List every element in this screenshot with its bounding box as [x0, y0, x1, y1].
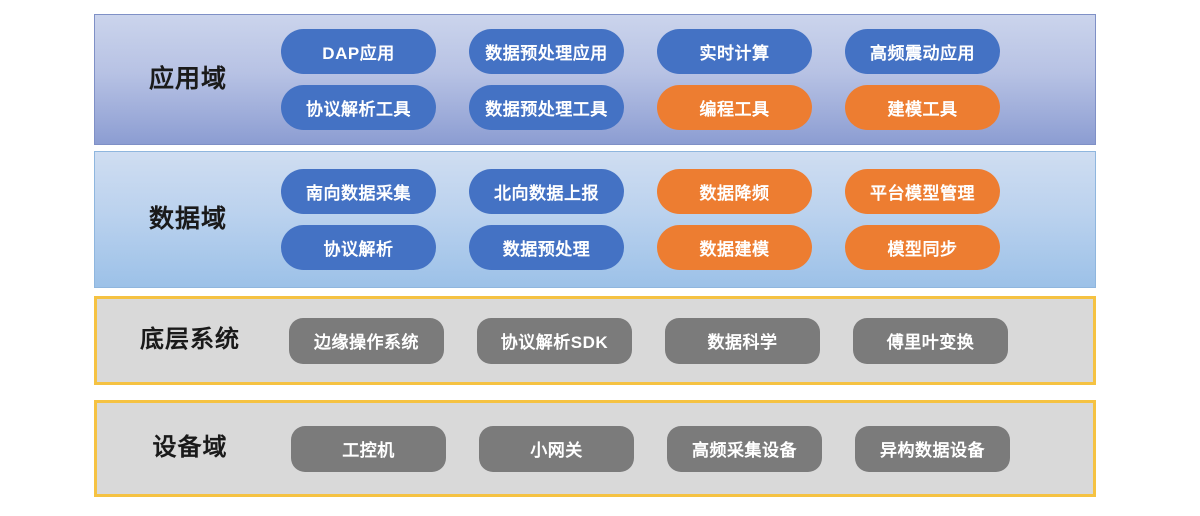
pill-data-preprocessing-application[interactable]: 数据预处理应用 [469, 29, 624, 74]
pill-row: 协议解析工具 数据预处理工具 编程工具 建模工具 [281, 85, 1091, 130]
pill-southbound-data-collection[interactable]: 南向数据采集 [281, 169, 436, 214]
pill-industrial-pc[interactable]: 工控机 [291, 425, 446, 472]
band-base-system: 底层系统 边缘操作系统 协议解析SDK 数据科学 傅里叶变换 [94, 296, 1096, 385]
band-application-domain: 应用域 DAP应用 数据预处理应用 实时计算 高频震动应用 协议解析工具 数据预… [94, 14, 1096, 145]
pill-area-base-system: 边缘操作系统 协议解析SDK 数据科学 傅里叶变换 [283, 317, 1093, 364]
pill-area-data-domain: 南向数据采集 北向数据上报 数据降频 平台模型管理 协议解析 数据预处理 数据建… [281, 169, 1095, 270]
pill-protocol-parsing[interactable]: 协议解析 [281, 225, 436, 270]
band-data-domain: 数据域 南向数据采集 北向数据上报 数据降频 平台模型管理 协议解析 数据预处理… [94, 151, 1096, 288]
pill-data-preprocessing-tool[interactable]: 数据预处理工具 [469, 85, 624, 130]
pill-dap-application[interactable]: DAP应用 [281, 29, 436, 74]
band-title-application-domain: 应用域 [148, 64, 227, 93]
band-title-device-domain: 设备域 [152, 434, 228, 462]
pill-small-gateway[interactable]: 小网关 [479, 425, 634, 472]
pill-row: 南向数据采集 北向数据上报 数据降频 平台模型管理 [281, 169, 1091, 214]
pill-fourier-transform[interactable]: 傅里叶变换 [853, 317, 1008, 364]
pill-heterogeneous-data-device[interactable]: 异构数据设备 [855, 425, 1010, 472]
pill-data-modeling[interactable]: 数据建模 [657, 225, 812, 270]
pill-high-frequency-acquisition-device[interactable]: 高频采集设备 [667, 425, 822, 472]
band-device-domain: 设备域 工控机 小网关 高频采集设备 异构数据设备 [94, 400, 1096, 497]
pill-realtime-computing[interactable]: 实时计算 [657, 29, 812, 74]
pill-programming-tool[interactable]: 编程工具 [657, 85, 812, 130]
pill-row: 工控机 小网关 高频采集设备 异构数据设备 [291, 425, 1089, 472]
pill-model-synchronization[interactable]: 模型同步 [845, 225, 1000, 270]
pill-northbound-data-reporting[interactable]: 北向数据上报 [469, 169, 624, 214]
pill-data-downsampling[interactable]: 数据降频 [657, 169, 812, 214]
pill-area-application-domain: DAP应用 数据预处理应用 实时计算 高频震动应用 协议解析工具 数据预处理工具… [281, 29, 1095, 130]
pill-row: DAP应用 数据预处理应用 实时计算 高频震动应用 [281, 29, 1091, 74]
band-title-base-system: 底层系统 [140, 326, 240, 354]
pill-protocol-parsing-tool[interactable]: 协议解析工具 [281, 85, 436, 130]
pill-data-science[interactable]: 数据科学 [665, 317, 820, 364]
pill-row: 协议解析 数据预处理 数据建模 模型同步 [281, 225, 1091, 270]
band-title-data-domain: 数据域 [148, 204, 227, 233]
pill-edge-operating-system[interactable]: 边缘操作系统 [289, 317, 444, 364]
pill-high-frequency-vibration-application[interactable]: 高频震动应用 [845, 29, 1000, 74]
pill-protocol-parsing-sdk[interactable]: 协议解析SDK [477, 317, 632, 364]
pill-modeling-tool[interactable]: 建模工具 [845, 85, 1000, 130]
pill-data-preprocessing[interactable]: 数据预处理 [469, 225, 624, 270]
pill-row: 边缘操作系统 协议解析SDK 数据科学 傅里叶变换 [289, 317, 1089, 364]
pill-platform-model-management[interactable]: 平台模型管理 [845, 169, 1000, 214]
pill-area-device-domain: 工控机 小网关 高频采集设备 异构数据设备 [283, 425, 1093, 472]
